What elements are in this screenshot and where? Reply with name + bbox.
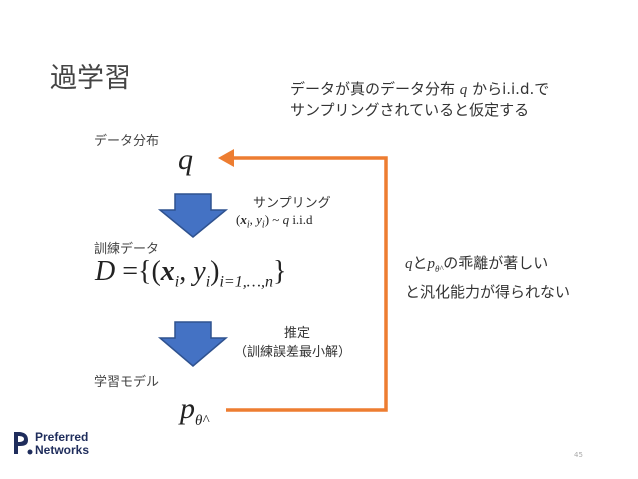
formula-sub-i: i [174, 273, 180, 291]
estimation-arrow [157, 321, 229, 367]
note-var-q: q [459, 82, 468, 98]
formula-close-brace: } [272, 256, 287, 287]
formula-sub-i2: i [205, 273, 211, 291]
estimation-sublabel: （訓練誤差最小解） [234, 345, 352, 360]
sampling-x: x [240, 212, 247, 227]
model-p: p [180, 392, 195, 425]
divergence-p: p [427, 256, 436, 272]
logo-line2: Networks [35, 443, 89, 457]
assumption-note-line1: データが真のデータ分布 q からi.i.d.で [290, 79, 549, 100]
divergence-note: qとpθ^の乖離が著しい と汎化能力が得られない [405, 252, 570, 303]
sampling-y: y [256, 212, 262, 227]
sampling-q: q [282, 212, 290, 227]
sampling-arrow [157, 193, 229, 238]
divergence-note-line1: qとpθ^の乖離が著しい [405, 252, 570, 281]
training-data-formula: D ={(xi, yi)i=1,…,n} [95, 256, 286, 292]
sampling-formula: (xi, yi) ~ q i.i.d [236, 212, 313, 231]
formula-comma: , [179, 256, 194, 287]
formula-close-paren: ) [210, 256, 220, 287]
divergence-theta-hat: θ^ [435, 264, 444, 274]
divergence-and: と [412, 254, 428, 272]
training-data-label: 訓練データ [94, 242, 160, 257]
model-label: 学習モデル [94, 375, 160, 390]
model-symbol: pθ^ [180, 392, 209, 430]
divergence-q: q [405, 256, 413, 272]
note-text-post: からi.i.d.で [472, 80, 550, 98]
divergence-note-line2: と汎化能力が得られない [405, 283, 571, 301]
feedback-loop-line [226, 156, 388, 412]
formula-x: x [160, 256, 175, 287]
assumption-note-line2: サンプリングされていると仮定する [290, 101, 530, 119]
sampling-label: サンプリング [253, 196, 331, 211]
page-number: 45 [574, 451, 583, 459]
divergence-text: の乖離が著しい [443, 254, 549, 272]
slide-title: 過学習 [50, 63, 131, 94]
assumption-note: データが真のデータ分布 q からi.i.d.で サンプリングされていると仮定する [290, 79, 549, 120]
formula-y: y [193, 256, 206, 287]
data-distribution-label: データ分布 [94, 134, 160, 149]
sampling-i2: i [261, 219, 265, 231]
sampling-i: i [246, 219, 250, 231]
model-theta-hat: θ^ [195, 413, 209, 429]
symbol-D: D [95, 256, 116, 287]
formula-index-range: i=1,…,n [219, 273, 273, 291]
formula-eq: ={( [115, 256, 161, 287]
true-distribution-symbol: q [178, 143, 193, 176]
note-text-pre: データが真のデータ分布 [290, 80, 456, 98]
sampling-comma: , [249, 212, 257, 227]
logo-line1: Preferred [35, 430, 88, 444]
sampling-iid: i.i.d [289, 212, 313, 227]
logo-mark-icon: Preferred Networks [14, 430, 89, 457]
feedback-arrowhead [218, 149, 234, 167]
preferred-networks-logo: Preferred Networks [8, 428, 138, 462]
sampling-tilde: ) ~ [264, 212, 283, 227]
estimation-label: 推定 [284, 326, 311, 341]
